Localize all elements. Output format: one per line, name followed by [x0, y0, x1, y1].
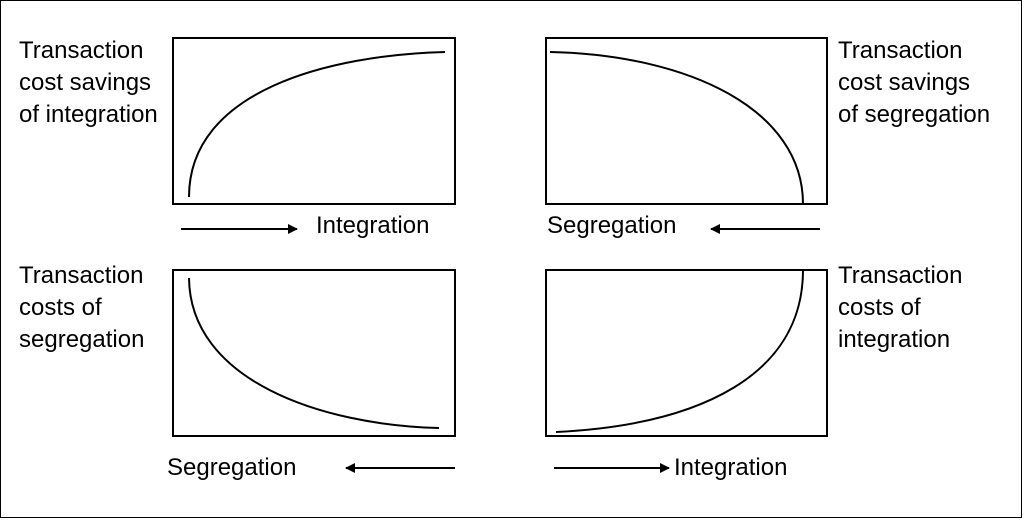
curve-bottom-right	[555, 269, 804, 433]
ylabel-top-right-line1: Transaction	[838, 37, 963, 64]
xlabel-top-right: Segregation	[547, 212, 676, 239]
curve-bottom-left	[188, 277, 440, 429]
curve-top-left	[188, 51, 446, 198]
ylabel-top-left-line3: of integration	[19, 101, 158, 128]
ylabel-bottom-right-line3: integration	[838, 326, 950, 353]
xlabel-bottom-right: Integration	[674, 454, 787, 481]
plot-box-top-right	[545, 37, 828, 205]
ylabel-bottom-left-line2: costs of	[19, 294, 102, 321]
ylabel-bottom-left-line3: segregation	[19, 326, 144, 353]
panel-bottom-right: Transaction costs of integration Integra…	[545, 262, 963, 481]
panel-top-right: Transaction cost savings of segregation …	[545, 37, 990, 239]
curve-top-right	[549, 51, 804, 205]
plot-box-bottom-right	[545, 269, 828, 437]
ylabel-bottom-left-line1: Transaction	[19, 262, 144, 289]
panel-bottom-left: Transaction costs of segregation Segrega…	[19, 262, 456, 481]
plot-box-bottom-left	[172, 269, 456, 437]
plot-box-top-left	[172, 37, 456, 205]
panel-top-left: Transaction cost savings of integration …	[19, 37, 456, 239]
xlabel-top-left: Integration	[316, 212, 429, 239]
ylabel-top-left-line1: Transaction	[19, 37, 144, 64]
xlabel-bottom-left: Segregation	[167, 454, 296, 481]
ylabel-bottom-right-line1: Transaction	[838, 262, 963, 289]
ylabel-top-left-line2: cost savings	[19, 69, 151, 96]
ylabel-top-right-line2: cost savings	[838, 69, 970, 96]
ylabel-top-right-line3: of segregation	[838, 101, 990, 128]
ylabel-bottom-right-line2: costs of	[838, 294, 921, 321]
